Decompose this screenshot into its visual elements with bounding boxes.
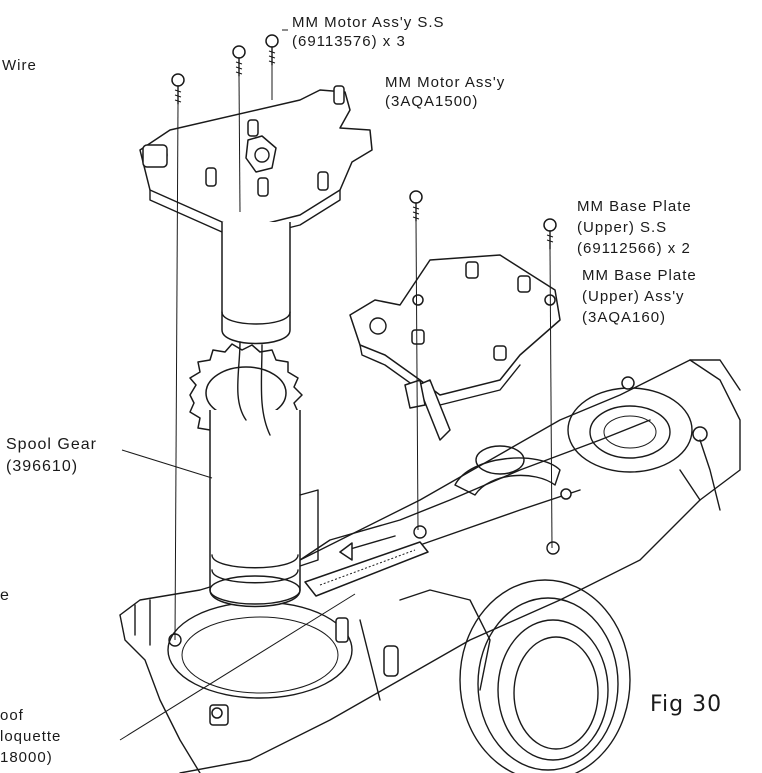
label-base-plate-assembly: MM Base Plate (Upper) Ass'y (3AQA160) bbox=[582, 265, 697, 328]
label-spool-gear-part: (396610) bbox=[6, 458, 79, 475]
label-base-plate-assembly-name2: (Upper) Ass'y bbox=[582, 288, 685, 305]
base-plate-drawing bbox=[349, 254, 561, 441]
leader-lines bbox=[119, 29, 356, 741]
label-moquette: oof loquette 18000) bbox=[0, 705, 61, 768]
label-motor-assembly-name: MM Motor Ass'y bbox=[385, 74, 506, 91]
base-plate-screws bbox=[409, 190, 557, 250]
alignment-lines bbox=[168, 65, 560, 647]
label-spool-gear-name: Spool Gear bbox=[6, 436, 97, 453]
label-spool-gear: Spool Gear (396610) bbox=[6, 434, 97, 478]
label-e-fragment: e bbox=[0, 586, 10, 605]
label-moquette-line1: oof bbox=[0, 707, 24, 724]
label-wire-text: Wire bbox=[2, 57, 37, 74]
label-motor-screw-name: MM Motor Ass'y S.S bbox=[292, 14, 445, 31]
label-moquette-line2: loquette bbox=[0, 728, 62, 745]
label-motor-screw-part: (69113576) x 3 bbox=[292, 33, 406, 50]
spool-gear-drawing bbox=[189, 343, 319, 608]
label-base-plate-screw: MM Base Plate (Upper) S.S (69112566) x 2 bbox=[577, 196, 692, 259]
label-motor-assembly-part: (3AQA1500) bbox=[385, 93, 479, 110]
label-motor-screw: MM Motor Ass'y S.S (69113576) x 3 bbox=[292, 13, 445, 51]
motor-screws bbox=[171, 34, 279, 105]
label-base-plate-assembly-name: MM Base Plate bbox=[582, 267, 697, 284]
label-moquette-line3: 18000) bbox=[0, 749, 53, 766]
label-base-plate-assembly-part: (3AQA160) bbox=[582, 309, 667, 326]
label-base-plate-screw-part: (69112566) x 2 bbox=[577, 240, 691, 257]
figure-number: Fig 30 bbox=[650, 692, 723, 717]
label-motor-assembly: MM Motor Ass'y (3AQA1500) bbox=[385, 73, 505, 111]
label-base-plate-screw-name2: (Upper) S.S bbox=[577, 219, 668, 236]
camera-body bbox=[119, 359, 741, 773]
label-wire: Wire bbox=[2, 56, 37, 75]
motor-assembly-drawing bbox=[139, 85, 373, 436]
label-base-plate-screw-name: MM Base Plate bbox=[577, 198, 692, 215]
label-e-fragment-text: e bbox=[0, 587, 10, 604]
